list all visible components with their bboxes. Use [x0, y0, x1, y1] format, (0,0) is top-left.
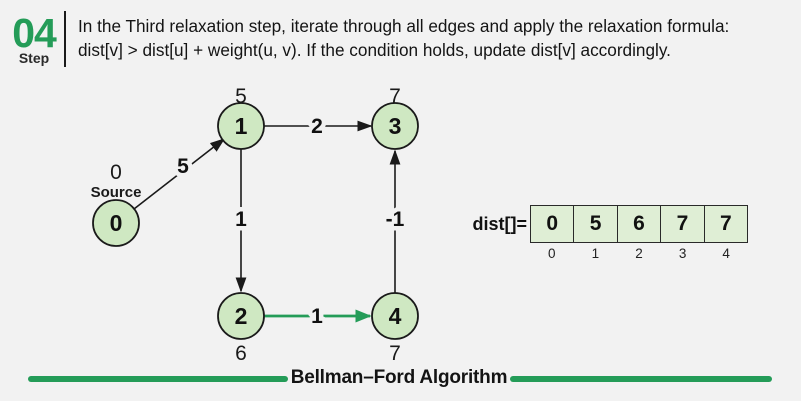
- node-1-circle: [217, 102, 265, 150]
- graph-node-4: 4 7: [371, 292, 419, 365]
- node-3-label: 3: [389, 113, 402, 139]
- node-0-label: 0: [110, 210, 123, 236]
- footer-title: Bellman–Ford Algorithm: [290, 367, 508, 388]
- node-2-dist: 6: [235, 342, 247, 365]
- step-description-line2: dist[v] > dist[u] + weight(u, v). If the…: [78, 39, 671, 60]
- step-description-line1: In the Third relaxation step, iterate th…: [78, 16, 730, 36]
- edge-weight-1-3: 2: [311, 115, 323, 138]
- footer-rule-right: [510, 376, 772, 382]
- dist-array: 0 5 6 7 7: [530, 205, 748, 243]
- source-label: Source: [91, 184, 142, 201]
- edge-weight-2-4: 1: [311, 305, 323, 328]
- dist-cell-2: 6: [618, 206, 662, 242]
- dist-cell-4: 7: [719, 212, 732, 235]
- node-1-label: 1: [235, 113, 248, 139]
- node-2-circle: [217, 292, 265, 340]
- edge-weight-0-1: 5: [177, 155, 189, 178]
- node-4-dist: 7: [389, 342, 401, 365]
- node-0-circle: [92, 199, 140, 247]
- step-description: In the Third relaxation step, iterate th…: [78, 15, 793, 62]
- node-4-circle: [371, 292, 419, 340]
- edge-weight-1-2: 1: [235, 208, 247, 231]
- dist-cell-0: 0: [531, 206, 575, 242]
- dist-index-2: 2: [635, 246, 643, 261]
- edge-0-1: [133, 138, 226, 210]
- step-number: 04: [12, 10, 57, 56]
- node-3-dist: 7: [389, 85, 401, 108]
- dist-index-1: 1: [591, 246, 600, 261]
- header-divider: [64, 11, 67, 67]
- node-1-dist: 5: [235, 85, 247, 108]
- node-2-label: 2: [235, 303, 248, 329]
- dist-index-3: 3: [678, 246, 687, 261]
- dist-cell-1: 5: [574, 206, 618, 242]
- step-label: Step: [18, 50, 50, 66]
- graph-node-3: 3 7: [371, 85, 419, 150]
- node-4-label: 4: [389, 303, 402, 329]
- graph-diagram: 5 2 1 1 -1 0 0 Source 1 5 3 7 2 6 4: [91, 85, 419, 365]
- dist-index-4: 4: [722, 246, 730, 261]
- edge-weight-4-3: -1: [386, 208, 405, 231]
- dist-index-0: 0: [548, 246, 556, 261]
- dist-cell-3: 7: [661, 206, 705, 242]
- footer-rule-left: [28, 376, 288, 382]
- node-3-circle: [371, 102, 419, 150]
- dist-array-indices: 0 1 2 3 4: [530, 246, 748, 261]
- graph-node-1: 1 5: [217, 85, 265, 150]
- graph-node-0: 0 0 Source: [91, 161, 142, 247]
- node-0-dist: 0: [110, 161, 122, 184]
- dist-array-label: dist[]=: [472, 213, 527, 234]
- graph-node-2: 2 6: [217, 292, 265, 365]
